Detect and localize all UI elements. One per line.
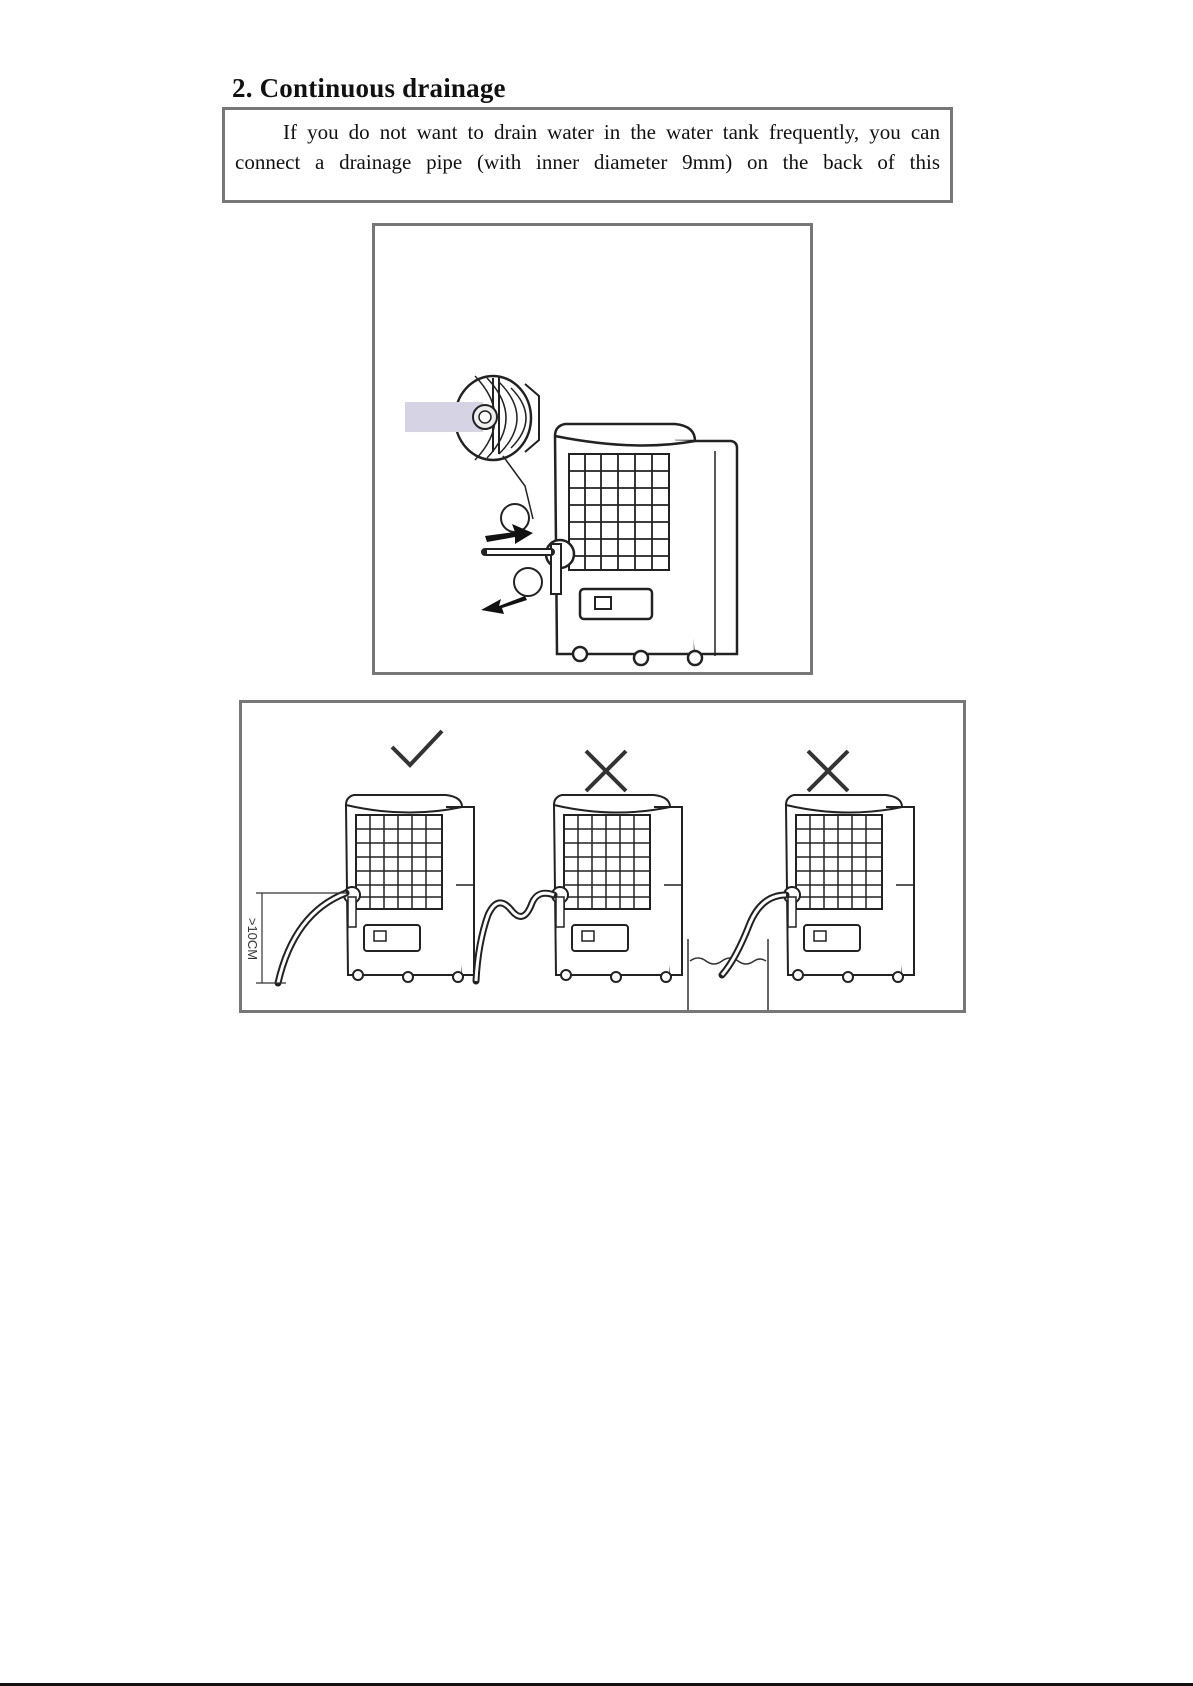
drain-pipe-looped xyxy=(476,893,554,981)
drain-pipe-sloped xyxy=(278,893,346,983)
drain-pipe-install-figure xyxy=(372,223,813,675)
intro-text-box: If you do not want to drain water in the… xyxy=(222,107,953,203)
cross-icon xyxy=(808,751,848,791)
cross-icon xyxy=(586,751,626,791)
drain-pipe-placement-figure: >10CM xyxy=(239,700,966,1013)
height-label: >10CM xyxy=(245,918,260,960)
section-heading: 2. Continuous drainage xyxy=(232,73,506,104)
water-container xyxy=(688,939,768,1010)
intro-line-1: If you do not want to drain water in the… xyxy=(283,120,940,144)
panel-correct: >10CM xyxy=(245,731,474,983)
placement-illustration: >10CM xyxy=(242,703,963,1010)
turn-arrow-icon xyxy=(481,596,527,614)
drain-pipe-closeup xyxy=(405,402,483,432)
check-icon xyxy=(392,731,442,765)
rear-handle xyxy=(580,589,652,619)
step-2-marker xyxy=(514,568,542,596)
panel-wrong-submerged xyxy=(688,751,914,1010)
panel-wrong-loop xyxy=(476,751,682,982)
intro-line-2: connect a drainage pipe (with inner diam… xyxy=(235,150,940,174)
dehumidifier-rear xyxy=(555,424,737,656)
install-illustration xyxy=(375,226,810,672)
